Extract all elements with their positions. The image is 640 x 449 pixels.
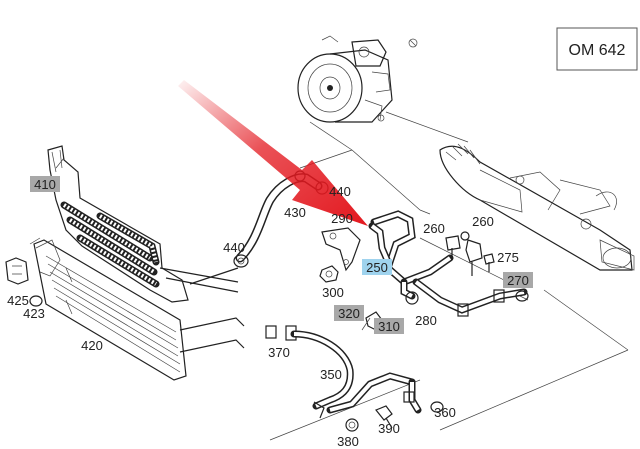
label-380[interactable]: 380 [337, 434, 359, 449]
fitting-260-b[interactable] [460, 231, 483, 276]
label-250[interactable]: 250 [362, 259, 392, 275]
label-260-b[interactable]: 260 [472, 214, 494, 229]
svg-text:320: 320 [338, 306, 360, 321]
label-430[interactable]: 430 [284, 205, 306, 220]
label-280[interactable]: 280 [415, 313, 437, 328]
label-410[interactable]: 410 [30, 176, 60, 192]
nut-300[interactable] [319, 265, 339, 283]
return-line-350[interactable] [290, 330, 422, 419]
oil-cooler-upper[interactable] [47, 145, 239, 303]
bolt-275[interactable] [483, 253, 495, 272]
engine-badge-text: OM 642 [569, 42, 626, 59]
label-440-left[interactable]: 440 [223, 240, 245, 255]
oil-cooler-lower[interactable] [33, 239, 245, 381]
svg-text:410: 410 [34, 177, 56, 192]
assembly-frame-lines [29, 111, 629, 441]
clip-425[interactable] [5, 257, 29, 285]
washer-270[interactable] [515, 290, 529, 302]
clamp-380[interactable] [345, 418, 359, 432]
pressure-line-250[interactable] [368, 210, 528, 317]
label-290[interactable]: 290 [331, 211, 353, 226]
power-steering-pump[interactable] [297, 35, 418, 123]
bolt-390[interactable] [375, 405, 393, 429]
label-440-top[interactable]: 440 [329, 184, 351, 199]
label-423[interactable]: 423 [23, 306, 45, 321]
svg-text:270: 270 [507, 273, 529, 288]
label-310[interactable]: 310 [374, 318, 404, 334]
clamp-440-left[interactable] [233, 254, 249, 268]
label-360[interactable]: 360 [434, 405, 456, 420]
label-260-a[interactable]: 260 [423, 221, 445, 236]
label-270[interactable]: 270 [503, 272, 533, 288]
label-350[interactable]: 350 [320, 367, 342, 382]
svg-text:250: 250 [366, 260, 388, 275]
label-420[interactable]: 420 [81, 338, 103, 353]
label-300[interactable]: 300 [322, 285, 344, 300]
fitting-260-a[interactable] [445, 235, 461, 258]
bracket-290[interactable] [321, 227, 361, 272]
label-425[interactable]: 425 [7, 293, 29, 308]
svg-text:310: 310 [378, 319, 400, 334]
red-arrow-icon [178, 80, 368, 226]
steering-gear[interactable] [439, 143, 635, 271]
label-390[interactable]: 390 [378, 421, 400, 436]
ring-423[interactable] [29, 295, 43, 307]
label-320[interactable]: 320 [334, 305, 364, 321]
engine-badge-frame [556, 27, 638, 71]
engine-badge: OM 642 [556, 27, 638, 71]
label-275[interactable]: 275 [497, 250, 519, 265]
label-370[interactable]: 370 [268, 345, 290, 360]
clamp-360[interactable] [430, 401, 444, 413]
